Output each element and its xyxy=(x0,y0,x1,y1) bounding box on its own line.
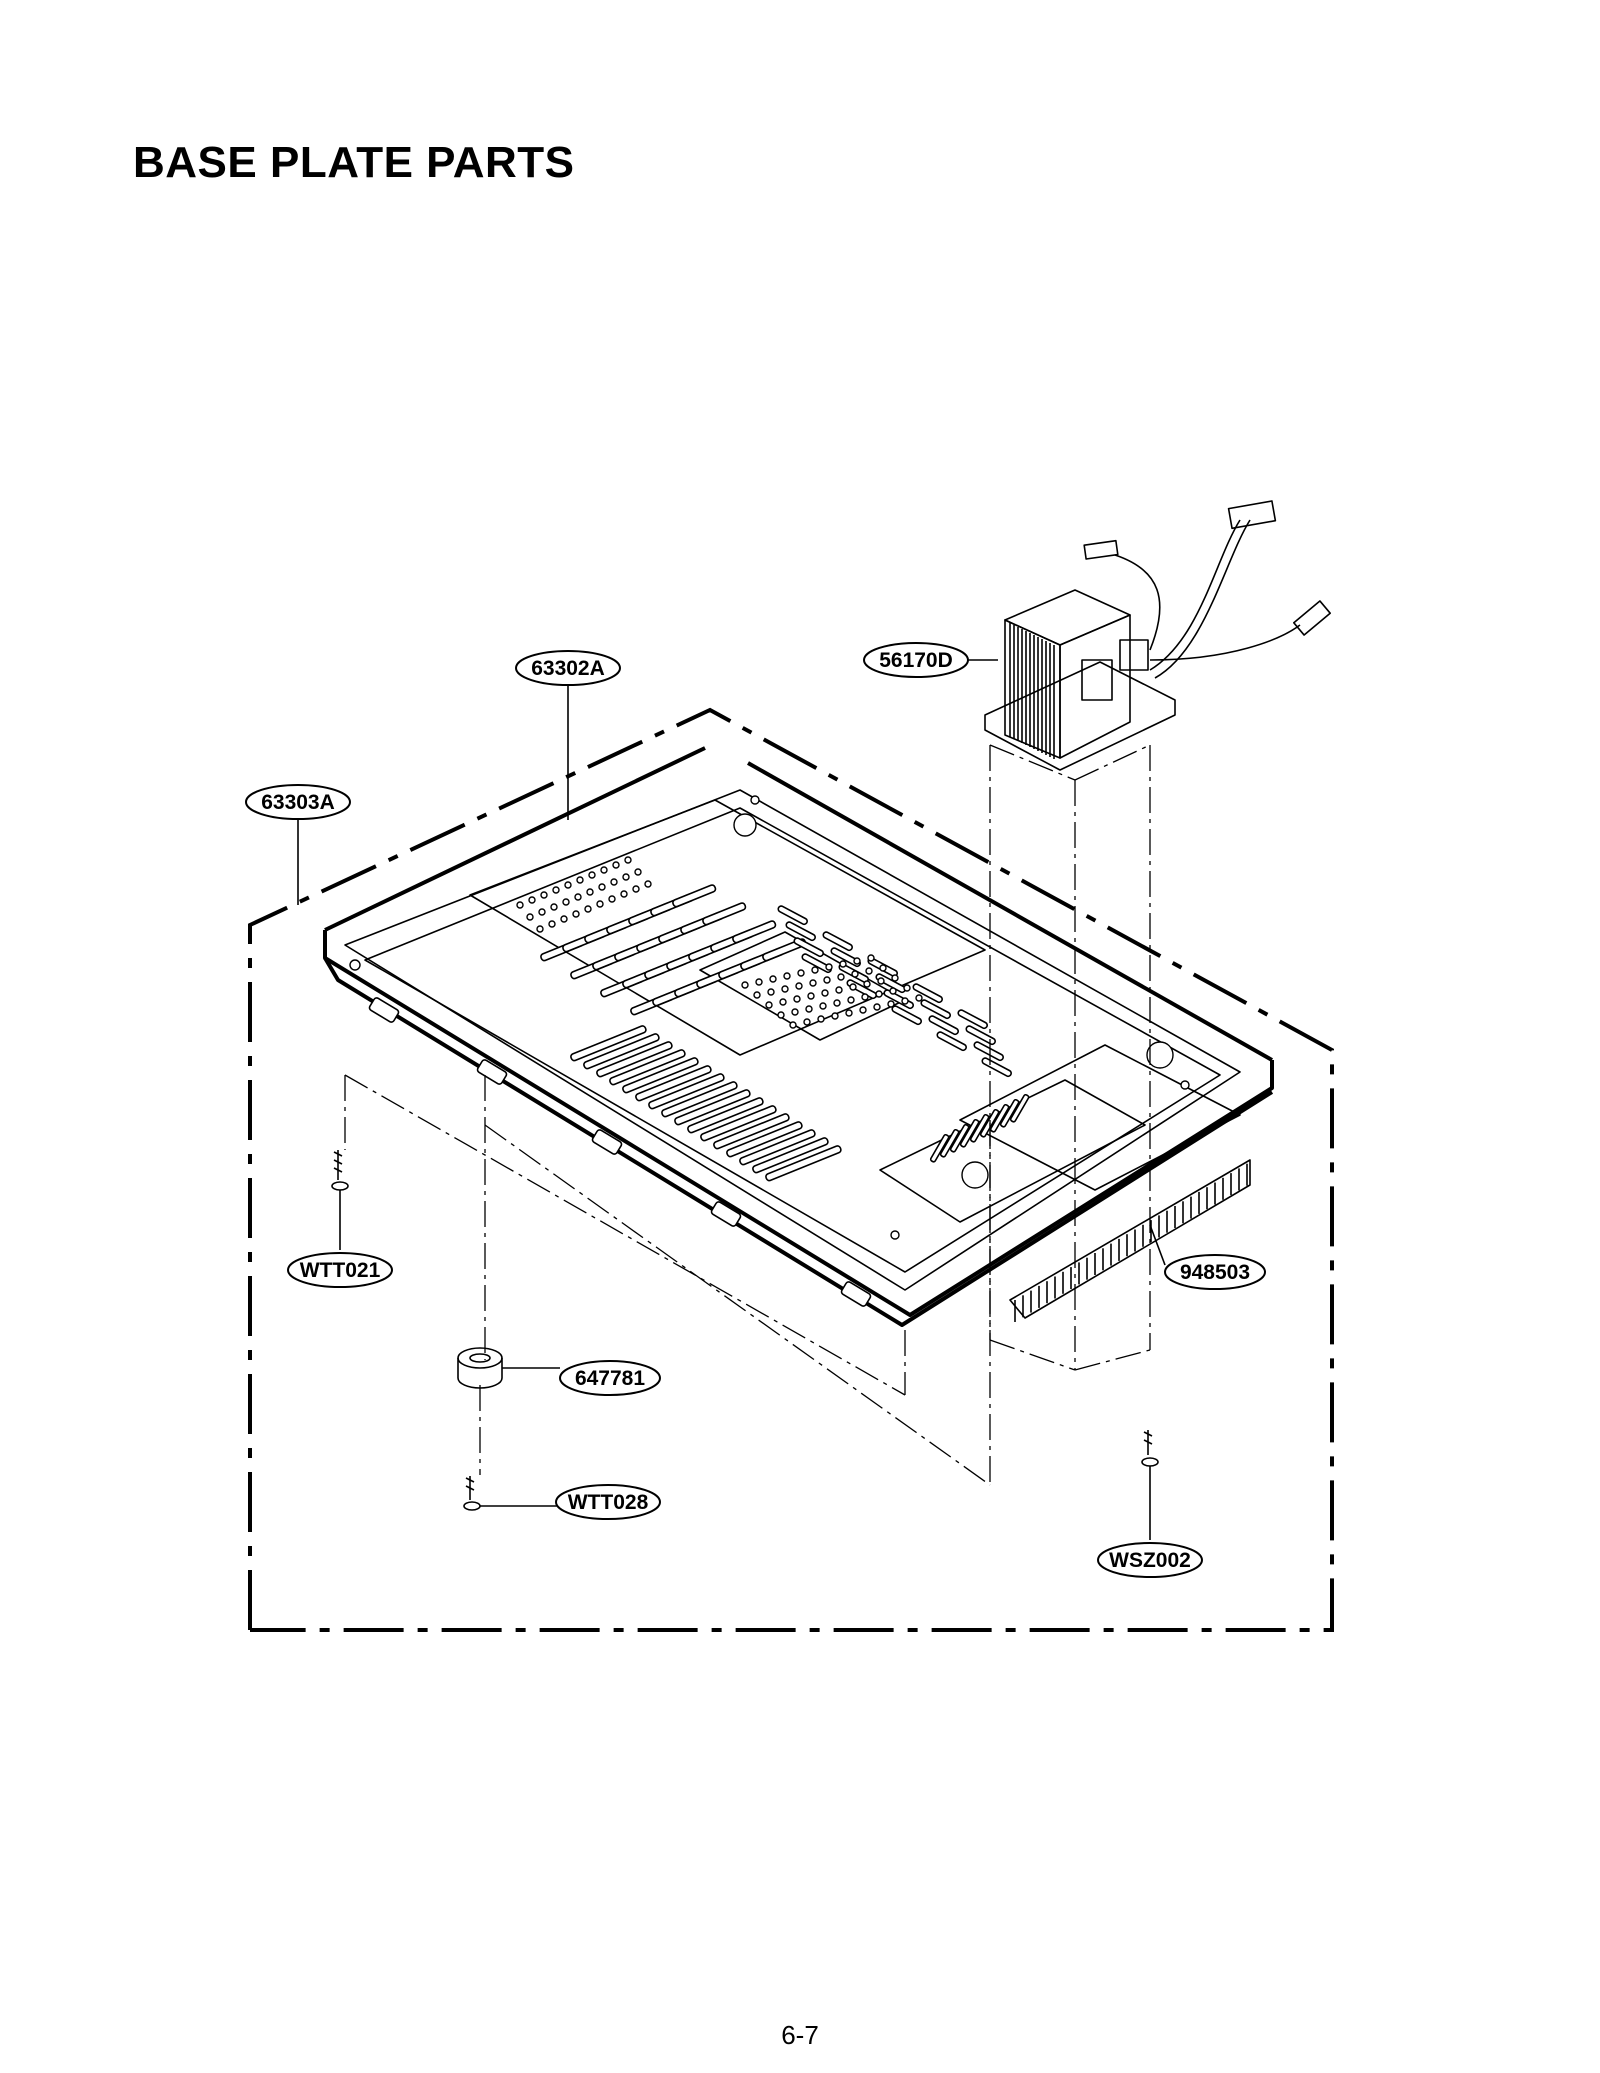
callout-label: 948503 xyxy=(1180,1261,1250,1284)
callout-56170D: 56170D xyxy=(863,642,969,678)
callout-label: WTT028 xyxy=(568,1491,649,1514)
callout-label: 647781 xyxy=(575,1367,645,1390)
callout-WTT021: WTT021 xyxy=(287,1252,393,1288)
callout-63302A: 63302A xyxy=(515,650,621,686)
base-plate xyxy=(323,746,1274,1327)
projection-lines xyxy=(344,744,1151,1486)
callout-label: 56170D xyxy=(879,649,953,672)
screw-wsz002 xyxy=(1141,1430,1159,1540)
page-title: BASE PLATE PARTS xyxy=(133,138,575,187)
foot-647781 xyxy=(457,1347,560,1389)
callout-label: WSZ002 xyxy=(1109,1549,1191,1572)
vent-slots xyxy=(516,856,1030,1182)
callout-label: WTT021 xyxy=(300,1259,381,1282)
callout-WSZ002: WSZ002 xyxy=(1097,1542,1203,1578)
leader-lines xyxy=(297,659,1166,1266)
callout-647781: 647781 xyxy=(559,1360,661,1396)
callout-WTT028: WTT028 xyxy=(555,1484,661,1520)
callout-63303A: 63303A xyxy=(245,784,351,820)
screw-wtt028 xyxy=(463,1476,560,1511)
screw-wtt021 xyxy=(331,1150,349,1250)
transformer xyxy=(984,500,1331,771)
ferrite-bar xyxy=(1009,1159,1251,1322)
callout-label: 63303A xyxy=(261,791,335,814)
callout-label: 63302A xyxy=(531,657,605,680)
page-number: 6-7 xyxy=(781,2020,819,2050)
assembly-boundary xyxy=(248,707,1334,1632)
callout-948503: 948503 xyxy=(1164,1254,1266,1290)
